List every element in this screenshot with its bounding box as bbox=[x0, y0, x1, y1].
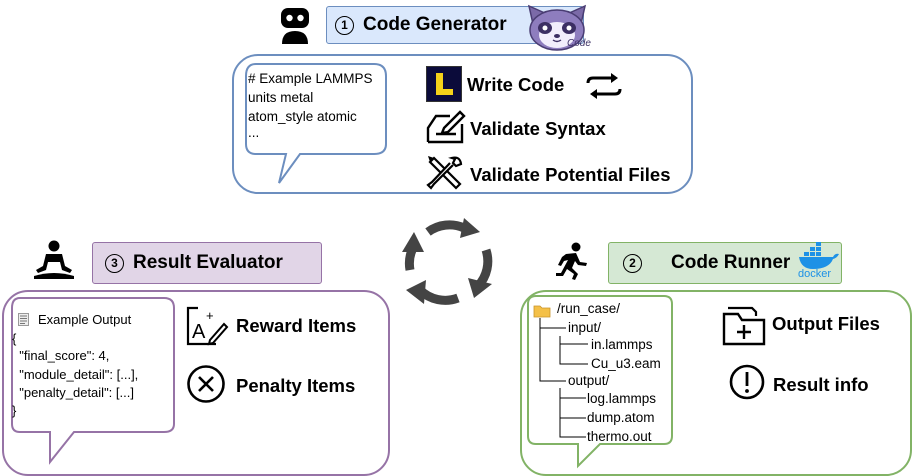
lammps-logo-icon bbox=[426, 66, 462, 102]
code-line-1: # Example LAMMPS bbox=[248, 71, 373, 86]
output-line-4: "penalty_detail": [...] bbox=[12, 385, 134, 400]
cross-circle-icon bbox=[186, 364, 226, 404]
folder-icon bbox=[533, 304, 551, 318]
validate-syntax-label: Validate Syntax bbox=[470, 118, 606, 139]
tree-input-file-2: Cu_u3.eam bbox=[591, 356, 661, 371]
reward-items-label: Reward Items bbox=[236, 315, 357, 336]
tree-root: /run_case/ bbox=[557, 301, 621, 316]
output-files-label: Output Files bbox=[772, 313, 880, 334]
new-folder-icon bbox=[722, 306, 768, 346]
code-line-3: atom_style atomic bbox=[248, 109, 357, 124]
tree-output-file-2: dump.atom bbox=[587, 410, 655, 425]
write-code-label: Write Code bbox=[467, 74, 565, 95]
refresh-arrows-icon bbox=[585, 73, 623, 99]
robot-icon bbox=[280, 6, 310, 46]
tree-output-file-1: log.lammps bbox=[587, 391, 657, 406]
output-title: Example Output bbox=[38, 312, 132, 327]
tools-icon bbox=[426, 154, 464, 192]
code-generator-title: Code Generator bbox=[363, 14, 507, 35]
tree-output-file-3: thermo.out bbox=[587, 429, 652, 444]
output-line-5: } bbox=[12, 403, 17, 418]
cycle-arrows-icon bbox=[402, 218, 494, 305]
raccoon-mascot-icon: Code bbox=[523, 2, 595, 52]
result-info-label: Result info bbox=[773, 374, 869, 395]
reward-text-icon: A + bbox=[186, 304, 229, 346]
code-line-2: units metal bbox=[248, 90, 314, 105]
docker-badge: docker bbox=[798, 268, 832, 280]
tree-input-file-1: in.lammps bbox=[591, 337, 653, 352]
result-evaluator-title: Result Evaluator bbox=[133, 252, 283, 273]
exclamation-icon bbox=[729, 364, 765, 400]
svg-text:A: A bbox=[192, 321, 206, 343]
document-icon bbox=[18, 313, 29, 326]
output-line-2: "final_score": 4, bbox=[12, 348, 110, 363]
result-evaluator-label: 3 Result Evaluator bbox=[92, 242, 322, 284]
code-line-4: ... bbox=[248, 125, 260, 140]
tree-input-folder: input/ bbox=[568, 320, 602, 335]
validate-potential-files-label: Validate Potential Files bbox=[470, 164, 671, 185]
docker-icon: docker bbox=[795, 242, 843, 282]
tree-output-folder: output/ bbox=[568, 373, 610, 388]
step-number: 3 bbox=[105, 253, 124, 273]
runner-icon bbox=[554, 242, 588, 282]
penalty-items-label: Penalty Items bbox=[236, 375, 356, 396]
mascot-tag: Code bbox=[567, 38, 591, 49]
code-runner-title: Code Runner bbox=[671, 252, 791, 273]
output-line-3: "module_detail": [...], bbox=[12, 367, 139, 382]
meditation-icon bbox=[32, 240, 76, 280]
svg-text:+: + bbox=[206, 308, 214, 323]
step-number: 1 bbox=[335, 15, 354, 35]
output-line-1: { bbox=[12, 331, 17, 346]
step-number: 2 bbox=[623, 253, 642, 273]
edit-document-icon bbox=[426, 108, 466, 144]
